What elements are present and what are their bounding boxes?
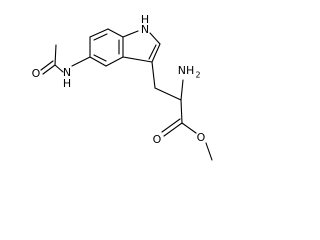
bond-cacyl-o-a xyxy=(42,64,56,75)
bond-cacyl-o-b xyxy=(40,60,54,71)
bond-ca-c xyxy=(180,99,183,124)
ester-single-o-label: O xyxy=(197,131,206,144)
bond-c5-c4 xyxy=(89,56,107,67)
molecule-structure: H N N H O NH 2 O O xyxy=(32,13,213,161)
indole-nh-label: H xyxy=(141,13,149,26)
bond-c7a-n1 xyxy=(122,30,139,38)
bond-c7-c6 xyxy=(89,28,109,38)
bond-cb-ca xyxy=(154,87,182,101)
amide-h-label: H xyxy=(63,77,71,90)
bond-c3-cb xyxy=(151,61,156,89)
bond-c5-namide xyxy=(71,56,91,67)
bond-c-o-single xyxy=(181,122,197,134)
amine-sub-label: 2 xyxy=(195,71,200,80)
bond-c-o-double-a xyxy=(163,122,183,137)
indole-n-label: N xyxy=(141,23,149,36)
bond-n1-c2 xyxy=(149,32,161,45)
ester-carbonyl-o-label: O xyxy=(153,133,162,146)
bond-cacyl-methyl xyxy=(54,44,57,66)
amine-nh2-label: NH xyxy=(178,64,195,77)
bond-c2-c3-inner xyxy=(148,44,157,60)
amide-n-label: N xyxy=(63,66,71,79)
bond-ca-n xyxy=(180,79,184,101)
bond-c5-c4-inner xyxy=(93,54,107,62)
bond-o-methyl xyxy=(205,142,213,161)
bond-c2-c3 xyxy=(151,43,161,63)
bond-c3-c3a xyxy=(122,56,153,63)
amide-o-label: O xyxy=(32,67,41,80)
bond-c7a-c7 xyxy=(107,28,124,38)
bond-c7-c6-inner xyxy=(93,33,108,41)
bond-c4-c3a xyxy=(105,56,124,67)
bond-namide-cacyl xyxy=(54,64,64,73)
bond-c-o-double-b xyxy=(161,118,181,133)
